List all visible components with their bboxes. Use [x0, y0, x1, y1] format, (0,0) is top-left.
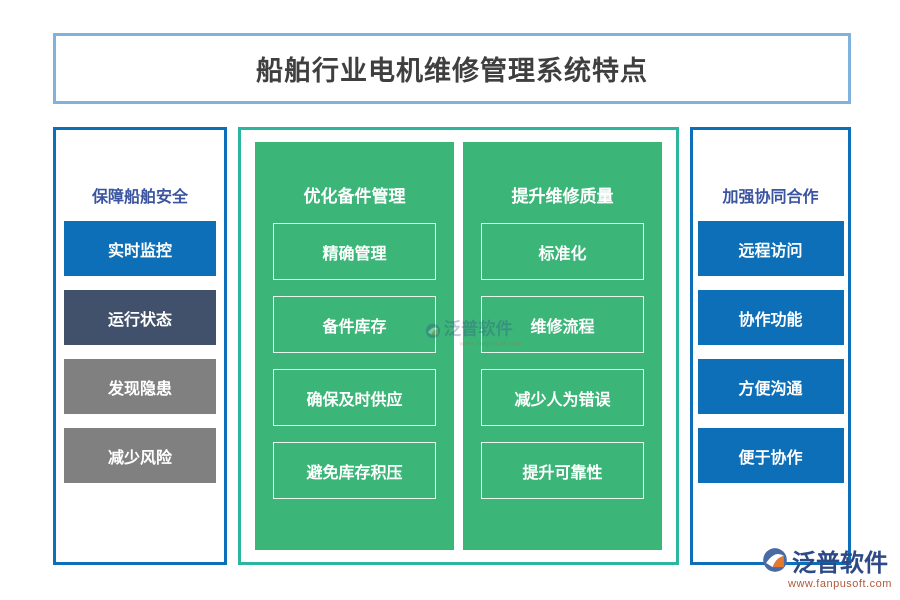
green-box-2-1[interactable]: 标准化: [481, 223, 644, 280]
column-middle-2-header: 提升维修质量: [511, 187, 614, 206]
middle-green-frame: 优化备件管理 精确管理 备件库存 确保及时供应 避免库存积压 提升维修质量 标准…: [238, 127, 679, 565]
brand-logo-url: www.fanpusoft.com: [788, 577, 892, 590]
green-box-1-2[interactable]: 备件库存: [273, 296, 436, 353]
chip-right-4[interactable]: 便于协作: [697, 428, 844, 483]
green-box-2-2[interactable]: 维修流程: [481, 296, 644, 353]
column-middle-2: 提升维修质量 标准化 维修流程 减少人为错误 提升可靠性: [463, 142, 662, 550]
fanpu-logo-icon: [763, 548, 787, 572]
column-right: 加强协同合作 远程访问 协作功能 方便沟通 便于协作: [690, 127, 851, 565]
brand-logo-name: 泛普软件: [792, 549, 888, 577]
page-title: 船舶行业电机维修管理系统特点: [256, 56, 648, 86]
column-left: 保障船舶安全 实时监控 运行状态 发现隐患 减少风险: [53, 127, 227, 565]
column-middle-1: 优化备件管理 精确管理 备件库存 确保及时供应 避免库存积压: [255, 142, 454, 550]
chip-left-1[interactable]: 实时监控: [64, 221, 216, 276]
brand-logo: 泛普软件 www.fanpusoft.com: [762, 540, 898, 592]
chip-right-1[interactable]: 远程访问: [697, 221, 844, 276]
chip-left-3[interactable]: 发现隐患: [64, 359, 216, 414]
green-box-2-4[interactable]: 提升可靠性: [481, 442, 644, 499]
chip-left-4[interactable]: 减少风险: [64, 428, 216, 483]
green-box-2-3[interactable]: 减少人为错误: [481, 369, 644, 426]
column-right-header: 加强协同合作: [722, 189, 819, 206]
page-title-box: 船舶行业电机维修管理系统特点: [53, 33, 851, 104]
column-middle-1-header: 优化备件管理: [303, 187, 406, 206]
chip-left-2[interactable]: 运行状态: [64, 290, 216, 345]
chip-right-2[interactable]: 协作功能: [697, 290, 844, 345]
chip-right-3[interactable]: 方便沟通: [697, 359, 844, 414]
green-box-1-1[interactable]: 精确管理: [273, 223, 436, 280]
green-box-1-4[interactable]: 避免库存积压: [273, 442, 436, 499]
green-box-1-3[interactable]: 确保及时供应: [273, 369, 436, 426]
column-left-header: 保障船舶安全: [91, 189, 188, 206]
brand-logo-mark: 泛普软件: [762, 543, 898, 578]
